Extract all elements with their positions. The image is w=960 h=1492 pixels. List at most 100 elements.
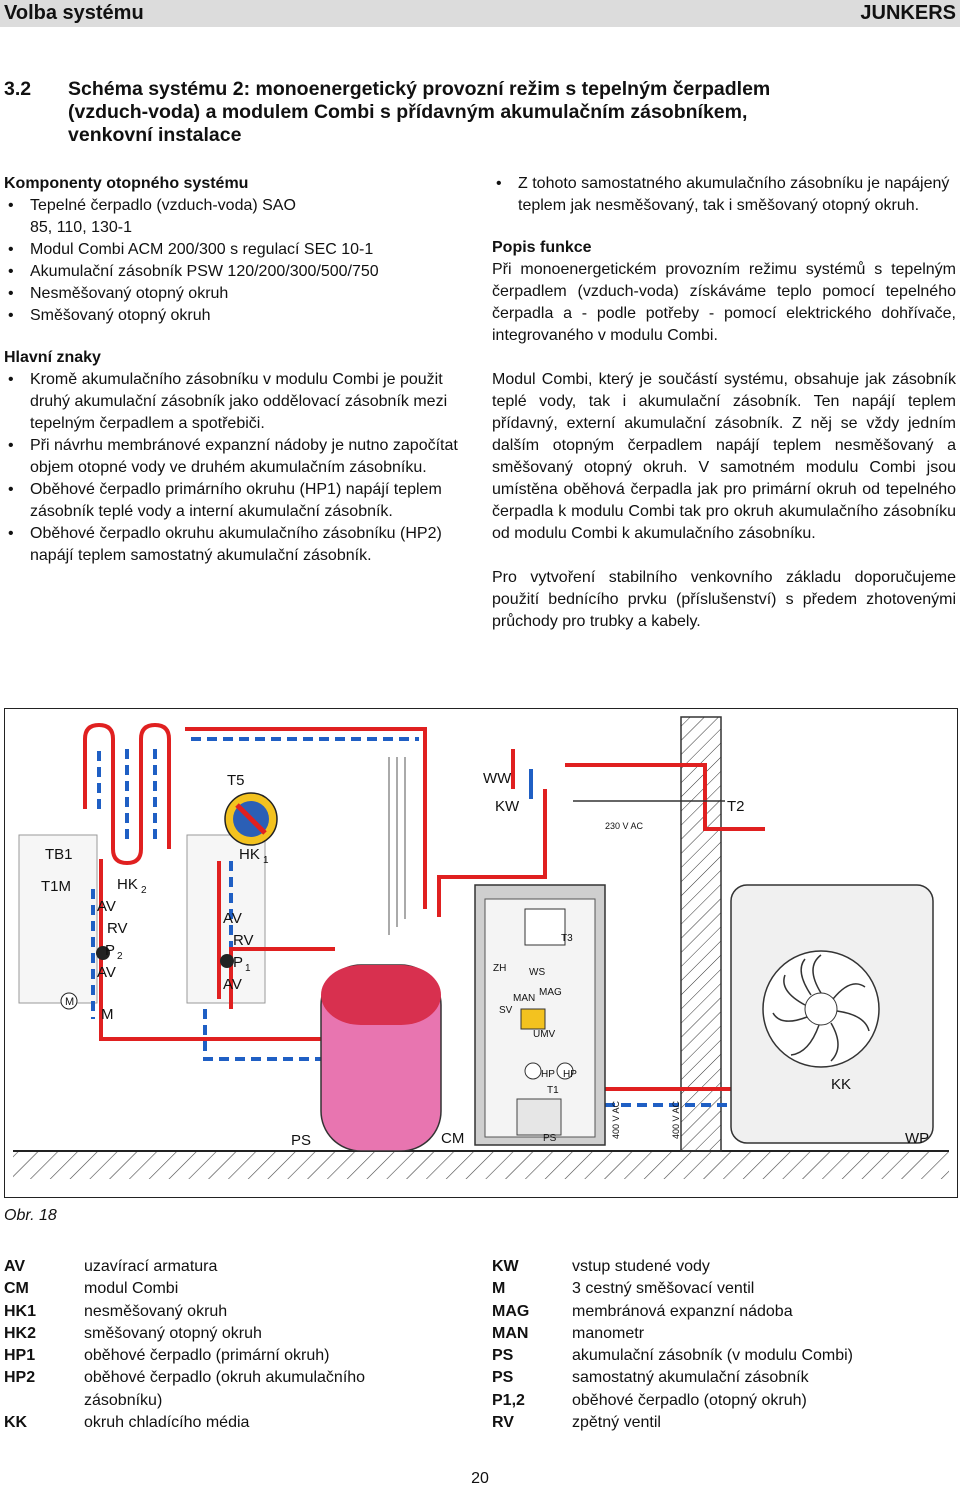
list-item: Z tohoto samostatného akumulačního zásob… xyxy=(492,173,956,217)
label-rv: RV xyxy=(233,932,254,949)
right-list: Z tohoto samostatného akumulačního zásob… xyxy=(492,173,956,217)
label-hk1-sub: 1 xyxy=(263,855,269,866)
label-m: M xyxy=(101,1006,114,1023)
label-man: MAN xyxy=(513,993,535,1004)
label-400v-1: 400 V AC xyxy=(611,1100,621,1139)
function-heading: Popis funkce xyxy=(492,239,592,256)
label-ww: WW xyxy=(483,770,512,787)
combi-tank xyxy=(516,1098,562,1136)
expansion-vessel xyxy=(520,1008,546,1030)
label-kw: KW xyxy=(495,798,520,815)
list-item: Tepelné čerpadlo (vzduch-voda) SAO 85, 1… xyxy=(4,195,320,239)
label-p1: P xyxy=(233,954,243,971)
label-umv: UMV xyxy=(533,1029,556,1040)
diagram-labels: T5 WW KW T2 230 V AC TB1 T1M HK 2 HK 1 A… xyxy=(41,770,929,1149)
list-item: Akumulační zásobník PSW 120/200/300/500/… xyxy=(4,261,466,283)
label-p1-sub: 1 xyxy=(245,963,251,974)
right-column: Z tohoto samostatného akumulačního zásob… xyxy=(492,173,956,633)
list-item: Kromě akumulačního zásobníku v modulu Co… xyxy=(4,369,466,435)
label-400v-2: 400 V AC xyxy=(671,1100,681,1139)
left-column: Komponenty otopného systému Tepelné čerp… xyxy=(4,173,466,567)
paragraph: Při monoenergetickém provozním režimu sy… xyxy=(492,261,956,344)
label-sv: SV xyxy=(499,1005,513,1016)
system-schematic: T5 WW KW T2 230 V AC TB1 T1M HK 2 HK 1 A… xyxy=(4,708,958,1198)
label-t2: T2 xyxy=(727,798,745,815)
label-t5: T5 xyxy=(227,772,245,789)
title-line-3: venkovní instalace xyxy=(68,124,242,146)
features-list: Kromě akumulačního zásobníku v modulu Co… xyxy=(4,369,466,567)
schematic-drawing: T5 WW KW T2 230 V AC TB1 T1M HK 2 HK 1 A… xyxy=(13,716,949,1179)
label-kk: KK xyxy=(831,1076,851,1093)
label-wp: WP xyxy=(905,1130,929,1147)
features-heading: Hlavní znaky xyxy=(4,349,101,366)
label-ws: WS xyxy=(529,967,545,978)
ground-hatch xyxy=(13,1151,949,1179)
label-tb1: TB1 xyxy=(45,846,73,863)
label-p2: P xyxy=(105,942,115,959)
label-hp1: HP xyxy=(541,1069,555,1080)
floor-heating-loop xyxy=(83,722,171,866)
label-av: AV xyxy=(223,976,242,993)
title-line-2: (vzduch-voda) a modulem Combi s přídavný… xyxy=(68,101,748,123)
label-av: AV xyxy=(97,898,116,915)
radiator-mark xyxy=(235,803,267,835)
label-m-motor: M xyxy=(65,996,74,1008)
fan-blades-icon xyxy=(772,954,870,1062)
label-t1: T1 xyxy=(547,1085,559,1096)
brand-name: JUNKERS xyxy=(860,2,956,24)
label-p2-sub: 2 xyxy=(117,951,123,962)
label-hk1: HK xyxy=(239,846,260,863)
components-list: Tepelné čerpadlo (vzduch-voda) SAO 85, 1… xyxy=(4,195,466,327)
list-item: Oběhové čerpadlo okruhu akumulačního zás… xyxy=(4,523,466,567)
section-title: Volba systému xyxy=(4,2,144,24)
label-hk2-sub: 2 xyxy=(141,885,147,896)
components-heading: Komponenty otopného systému xyxy=(4,175,249,192)
house-wall xyxy=(680,716,722,1152)
list-item: Nesměšovaný otopný okruh xyxy=(4,283,466,305)
label-230v: 230 V AC xyxy=(605,821,644,831)
label-ps-external: PS xyxy=(291,1132,311,1149)
list-item: Modul Combi ACM 200/300 s regulací SEC 1… xyxy=(4,239,466,261)
label-zh: ZH xyxy=(493,963,506,974)
label-t3: T3 xyxy=(561,933,573,944)
list-item: Při návrhu membránové expanzní nádoby je… xyxy=(4,435,466,479)
pump-hp2-icon xyxy=(556,1062,574,1080)
list-item: Směšovaný otopný okruh xyxy=(4,305,466,327)
label-t1m: T1M xyxy=(41,878,71,895)
label-hp2: HP xyxy=(563,1069,577,1080)
pump-hp1-icon xyxy=(524,1062,542,1080)
controller-sec xyxy=(524,908,566,946)
label-av: AV xyxy=(223,910,242,927)
room-box-hk1 xyxy=(186,834,266,1004)
label-hk2: HK xyxy=(117,876,138,893)
label-rv: RV xyxy=(107,920,128,937)
chapter-number: 3.2 xyxy=(4,78,32,100)
paragraph: Pro vytvoření stabilního venkovního zákl… xyxy=(492,569,956,630)
valve-group xyxy=(60,946,234,1010)
tank-top-zone xyxy=(321,965,441,1025)
label-cm: CM xyxy=(441,1130,464,1147)
figure-caption: Obr. 18 xyxy=(4,1207,57,1224)
room-box-hk2 xyxy=(18,834,98,1004)
fan-hub-icon xyxy=(804,992,838,1026)
label-mag: MAG xyxy=(539,987,562,998)
